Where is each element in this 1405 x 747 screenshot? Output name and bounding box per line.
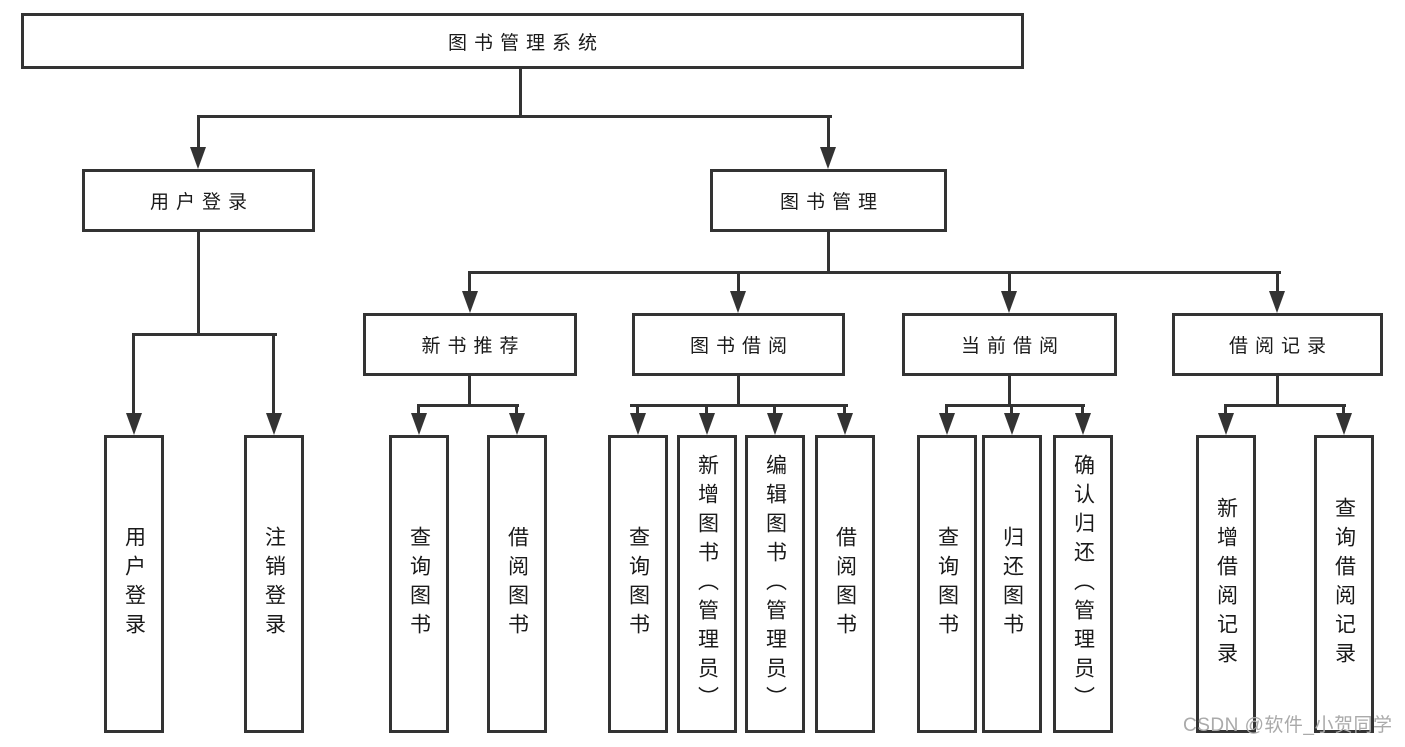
leaf-br-add-record: 新增借阅记录: [1196, 435, 1256, 733]
arrowhead-br-add: [1218, 413, 1234, 435]
node-book-borrow: 图书借阅: [632, 313, 845, 376]
node-current-borrow-label: 当前借阅: [960, 336, 1065, 357]
node-user-login-label: 用户登录: [149, 192, 254, 213]
leaf-cb-confirm-return-admin-label: 确认归还（管理员）: [1071, 453, 1095, 715]
node-book-borrow-label: 图书借阅: [689, 336, 794, 357]
leaf-bb-add-book-admin: 新增图书（管理员）: [677, 435, 737, 733]
node-new-book-recommend-label: 新书推荐: [421, 336, 526, 357]
arrowhead-leaf-login: [126, 413, 142, 435]
leaf-bb-borrow-books-label: 借阅图书: [833, 526, 857, 642]
leaf-bb-query-books-label: 查询图书: [626, 526, 650, 642]
leaf-user-login: 用户登录: [104, 435, 164, 733]
connector-root-stub: [519, 69, 522, 117]
arrowhead-bb-edit: [767, 413, 783, 435]
connector-bb-add-drop: [705, 404, 708, 416]
leaf-nb-borrow-books: 借阅图书: [487, 435, 547, 733]
leaf-bb-query-books: 查询图书: [608, 435, 668, 733]
connector-nb-borrow-drop: [515, 404, 518, 416]
arrowhead-br-query: [1336, 413, 1352, 435]
connector-br-add-drop: [1224, 404, 1227, 416]
connector-currentborrow-stub: [1008, 376, 1011, 407]
node-borrow-records-label: 借阅记录: [1228, 336, 1333, 357]
connector-level2-rail: [197, 115, 832, 118]
leaf-logout: 注销登录: [244, 435, 304, 733]
arrowhead-cb-return: [1004, 413, 1020, 435]
connector-newbook-drop: [468, 271, 471, 292]
csdn-watermark: CSDN @软件_小贺同学: [1183, 715, 1393, 736]
leaf-br-query-record: 查询借阅记录: [1314, 435, 1374, 733]
connector-records-rail: [1224, 404, 1346, 407]
leaf-bb-borrow-books: 借阅图书: [815, 435, 875, 733]
arrowhead-nb-query: [411, 413, 427, 435]
leaf-cb-return-books: 归还图书: [982, 435, 1042, 733]
leaf-nb-query-books-label: 查询图书: [407, 526, 431, 642]
leaf-br-query-record-label: 查询借阅记录: [1332, 497, 1356, 671]
connector-cb-query-drop: [945, 404, 948, 416]
connector-book-mgmt-drop: [827, 115, 830, 148]
connector-cb-return-drop: [1010, 404, 1013, 416]
leaf-cb-confirm-return-admin: 确认归还（管理员）: [1053, 435, 1113, 733]
connector-bookborrow-stub: [737, 376, 740, 407]
arrowhead-cb-query: [939, 413, 955, 435]
node-user-login: 用户登录: [82, 169, 315, 232]
arrowhead-leaf-logout: [266, 413, 282, 435]
arrowhead-records: [1269, 291, 1285, 313]
node-new-book-recommend: 新书推荐: [363, 313, 577, 376]
connector-records-drop: [1276, 271, 1279, 292]
leaf-logout-label: 注销登录: [262, 526, 286, 642]
connector-records-stub: [1276, 376, 1279, 407]
connector-bookborrow-drop: [737, 271, 740, 292]
connector-user-login-drop: [197, 115, 200, 148]
connector-level3-rail: [468, 271, 1281, 274]
node-borrow-records: 借阅记录: [1172, 313, 1383, 376]
connector-leaf-login-drop: [132, 333, 135, 415]
leaf-bb-add-book-admin-label: 新增图书（管理员）: [695, 453, 719, 715]
arrowhead-bookborrow: [730, 291, 746, 313]
connector-nb-query-drop: [417, 404, 420, 416]
connector-bb-query-drop: [636, 404, 639, 416]
node-current-borrow: 当前借阅: [902, 313, 1117, 376]
leaf-nb-query-books: 查询图书: [389, 435, 449, 733]
leaf-nb-borrow-books-label: 借阅图书: [505, 526, 529, 642]
node-root: 图书管理系统: [21, 13, 1024, 69]
connector-login-stub: [197, 232, 200, 336]
arrowhead-cb-confirm: [1075, 413, 1091, 435]
leaf-cb-query-books: 查询图书: [917, 435, 977, 733]
connector-login-rail: [132, 333, 277, 336]
leaf-cb-return-books-label: 归还图书: [1000, 526, 1024, 642]
arrowhead-newbook: [462, 291, 478, 313]
leaf-user-login-label: 用户登录: [122, 526, 146, 642]
connector-bookborrow-rail: [630, 404, 848, 407]
leaf-bb-edit-book-admin-label: 编辑图书（管理员）: [763, 453, 787, 715]
connector-newbook-stub: [468, 376, 471, 407]
leaf-br-add-record-label: 新增借阅记录: [1214, 497, 1238, 671]
arrowhead-book-mgmt: [820, 147, 836, 169]
connector-bb-borrow-drop: [843, 404, 846, 416]
leaf-cb-query-books-label: 查询图书: [935, 526, 959, 642]
arrowhead-currentborrow: [1001, 291, 1017, 313]
connector-cb-confirm-drop: [1081, 404, 1084, 416]
leaf-bb-edit-book-admin: 编辑图书（管理员）: [745, 435, 805, 733]
node-book-management: 图书管理: [710, 169, 947, 232]
node-book-management-label: 图书管理: [779, 192, 884, 213]
connector-br-query-drop: [1342, 404, 1345, 416]
arrowhead-nb-borrow: [509, 413, 525, 435]
connector-mgmt-stub: [827, 232, 830, 274]
connector-leaf-logout-drop: [272, 333, 275, 415]
arrowhead-bb-borrow: [837, 413, 853, 435]
connector-newbook-rail: [417, 404, 519, 407]
node-root-label: 图书管理系统: [447, 32, 604, 54]
connector-currentborrow-drop: [1008, 271, 1011, 292]
connector-bb-edit-drop: [773, 404, 776, 416]
arrowhead-bb-query: [630, 413, 646, 435]
arrowhead-user-login: [190, 147, 206, 169]
arrowhead-bb-add: [699, 413, 715, 435]
connector-currentborrow-rail: [945, 404, 1085, 407]
